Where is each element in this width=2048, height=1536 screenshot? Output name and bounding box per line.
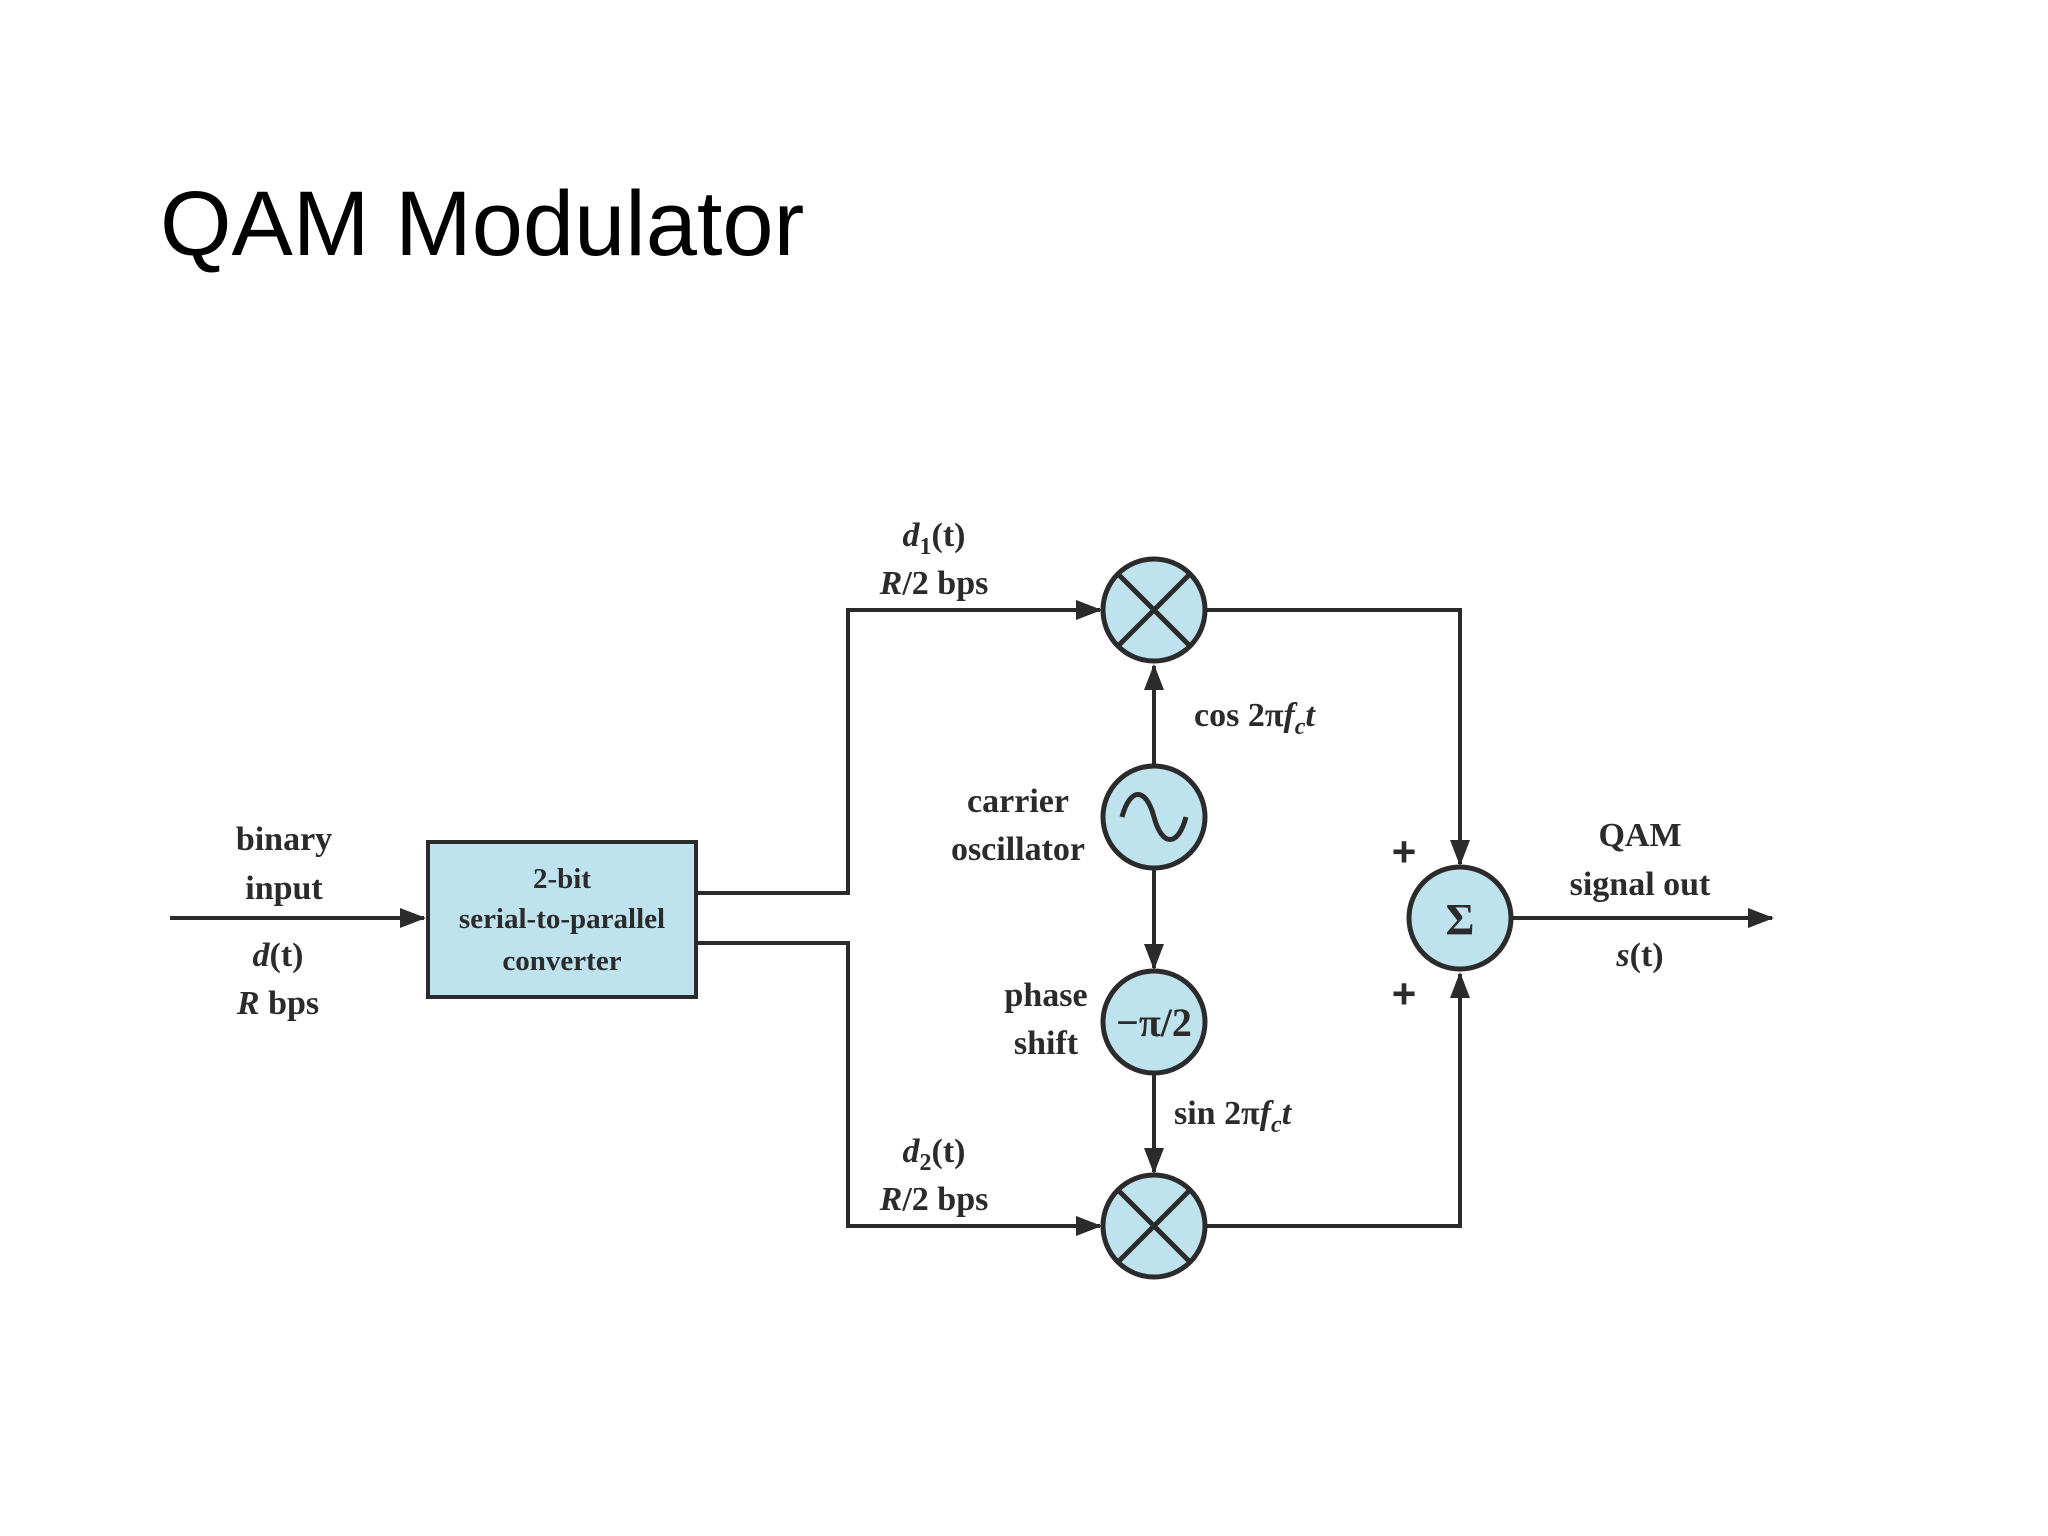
output-signal-label: s(t) [1615, 937, 1663, 974]
upper-multiplier [1100, 556, 1208, 664]
slide-title: QAM Modulator [160, 173, 805, 275]
upper-rate-label: R/2 bps [879, 565, 989, 602]
plus-sign-top: + [1392, 828, 1417, 875]
carrier-oscillator [1100, 763, 1208, 871]
lower-product-wire [1207, 972, 1470, 1228]
phase-shifter: −π/2 [1100, 968, 1208, 1076]
summer: Σ [1406, 864, 1514, 972]
plus-sign-bottom: + [1392, 970, 1417, 1017]
input-label-line2: input [245, 870, 323, 907]
input-label-line1: binary [236, 821, 332, 858]
sigma-icon: Σ [1446, 895, 1475, 944]
cos-carrier-label: cos 2πfct [1194, 697, 1316, 740]
lower-branch-wire [696, 941, 1102, 1236]
upper-product-wire [1207, 608, 1470, 866]
oscillator-label-line2: oscillator [951, 831, 1085, 868]
upper-branch-wire [696, 600, 1102, 895]
sine-wave-icon [1119, 792, 1189, 842]
converter-label-line3: converter [502, 945, 621, 977]
phase-shift-symbol: −π/2 [1116, 1000, 1192, 1045]
input-rate-label: R bps [236, 985, 319, 1022]
converter-label-line1: 2-bit [533, 863, 591, 895]
converter-label-line2: serial-to-parallel [459, 903, 665, 935]
lower-signal-label: d2(t) [903, 1133, 966, 1176]
oscillator-label-line1: carrier [967, 783, 1069, 820]
input-signal-label: d(t) [253, 937, 304, 974]
lower-rate-label: R/2 bps [879, 1181, 989, 1218]
serial-to-parallel-converter-block [426, 840, 698, 999]
output-label-line1: QAM [1598, 817, 1681, 854]
phase-label-line1: phase [1004, 977, 1087, 1014]
upper-signal-label: d1(t) [903, 517, 966, 560]
lower-multiplier [1100, 1172, 1208, 1280]
output-label-line2: signal out [1570, 866, 1711, 903]
phase-label-line2: shift [1014, 1025, 1079, 1062]
sin-carrier-label: sin 2πfct [1174, 1095, 1293, 1138]
